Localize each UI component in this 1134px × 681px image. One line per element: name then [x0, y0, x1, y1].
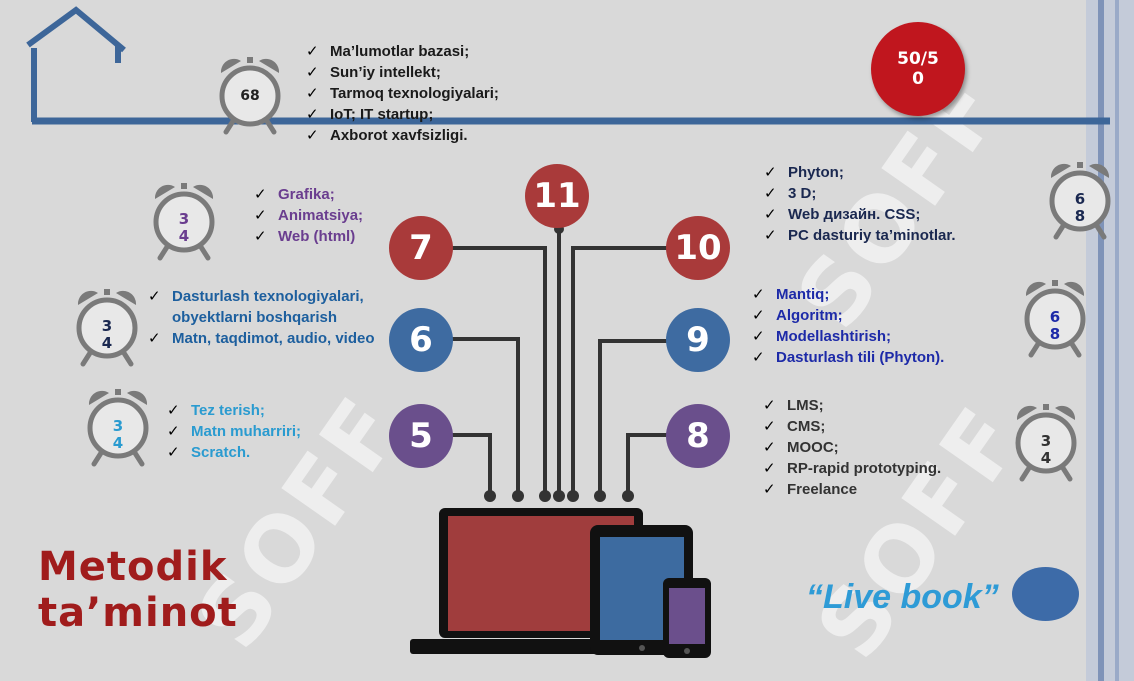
- list-item: Mantiq;: [752, 284, 944, 305]
- list-dasturlash: Dasturlash texnologiyalari, obyektlarni …: [148, 286, 398, 349]
- list-item: LMS;: [763, 395, 941, 416]
- devices-icon: [410, 508, 711, 658]
- page-title: Metodik ta’minot: [38, 544, 238, 636]
- title-line: Metodik: [38, 544, 228, 590]
- list-grafika: Grafika; Animatsiya; Web (html): [254, 184, 363, 247]
- list-lms: LMS; CMS; MOOC; RP-rapid prototyping. Fr…: [763, 395, 941, 500]
- house-icon: [26, 6, 1110, 125]
- node-11: 11: [525, 164, 589, 228]
- right-border-line: [1098, 0, 1104, 681]
- list-item: Animatsiya;: [254, 205, 363, 226]
- clock-value: 3 4: [178, 210, 190, 245]
- clock-value: 3 4: [101, 317, 113, 352]
- list-item: RP-rapid prototyping.: [763, 458, 941, 479]
- clock-value: 6 8: [1049, 308, 1061, 343]
- node-5: 5: [389, 404, 453, 468]
- clock-value: 3 4: [112, 417, 124, 452]
- list-item: IoT; IT startup;: [306, 104, 499, 125]
- list-item: Axborot xavfsizligi.: [306, 125, 499, 146]
- list-item: Algoritm;: [752, 305, 944, 326]
- node-10: 10: [666, 216, 730, 280]
- list-item: Modellashtirish;: [752, 326, 944, 347]
- list-item: Dasturlash tili (Phyton).: [752, 347, 944, 368]
- list-item: Scratch.: [167, 442, 301, 463]
- list-item: Web (html): [254, 226, 363, 247]
- clock-value: 6 8: [1074, 190, 1086, 225]
- list-item: Sun’iy intellekt;: [306, 62, 499, 83]
- node-8: 8: [666, 404, 730, 468]
- score-badge-label: 50/50: [897, 49, 939, 89]
- right-border: [1086, 0, 1134, 681]
- list-tez-terish: Tez terish; Matn muharriri; Scratch.: [167, 400, 301, 463]
- list-item: Freelance: [763, 479, 941, 500]
- list-top: Ma’lumotlar bazasi; Sun’iy intellekt; Ta…: [306, 41, 499, 146]
- live-book-button[interactable]: [1012, 567, 1079, 621]
- clock-value: 68: [240, 88, 260, 104]
- right-border-line: [1115, 0, 1119, 681]
- list-item: 3 D;: [764, 183, 956, 204]
- clock-value: 3 4: [1040, 432, 1052, 467]
- list-item: Web дизайн. CSS;: [764, 204, 956, 225]
- list-item: Grafika;: [254, 184, 363, 205]
- list-item: PC dasturiy ta’minotlar.: [764, 225, 956, 246]
- list-item: Tez terish;: [167, 400, 301, 421]
- list-phyton: Phyton; 3 D; Web дизайн. CSS; PC dasturi…: [764, 162, 956, 246]
- list-item: Ma’lumotlar bazasi;: [306, 41, 499, 62]
- score-badge: 50/50: [871, 22, 965, 116]
- list-item: Matn muharriri;: [167, 421, 301, 442]
- title-line: ta’minot: [38, 590, 238, 636]
- list-item: Phyton;: [764, 162, 956, 183]
- node-7: 7: [389, 216, 453, 280]
- node-6: 6: [389, 308, 453, 372]
- list-mantiq: Mantiq; Algoritm; Modellashtirish; Dastu…: [752, 284, 944, 368]
- list-item: Dasturlash texnologiyalari, obyektlarni …: [148, 286, 398, 328]
- live-book-label: “Live book”: [806, 578, 999, 616]
- list-item: Matn, taqdimot, audio, video: [148, 328, 398, 349]
- node-9: 9: [666, 308, 730, 372]
- list-item: Tarmoq texnologiyalari;: [306, 83, 499, 104]
- list-item: CMS;: [763, 416, 941, 437]
- list-item: MOOC;: [763, 437, 941, 458]
